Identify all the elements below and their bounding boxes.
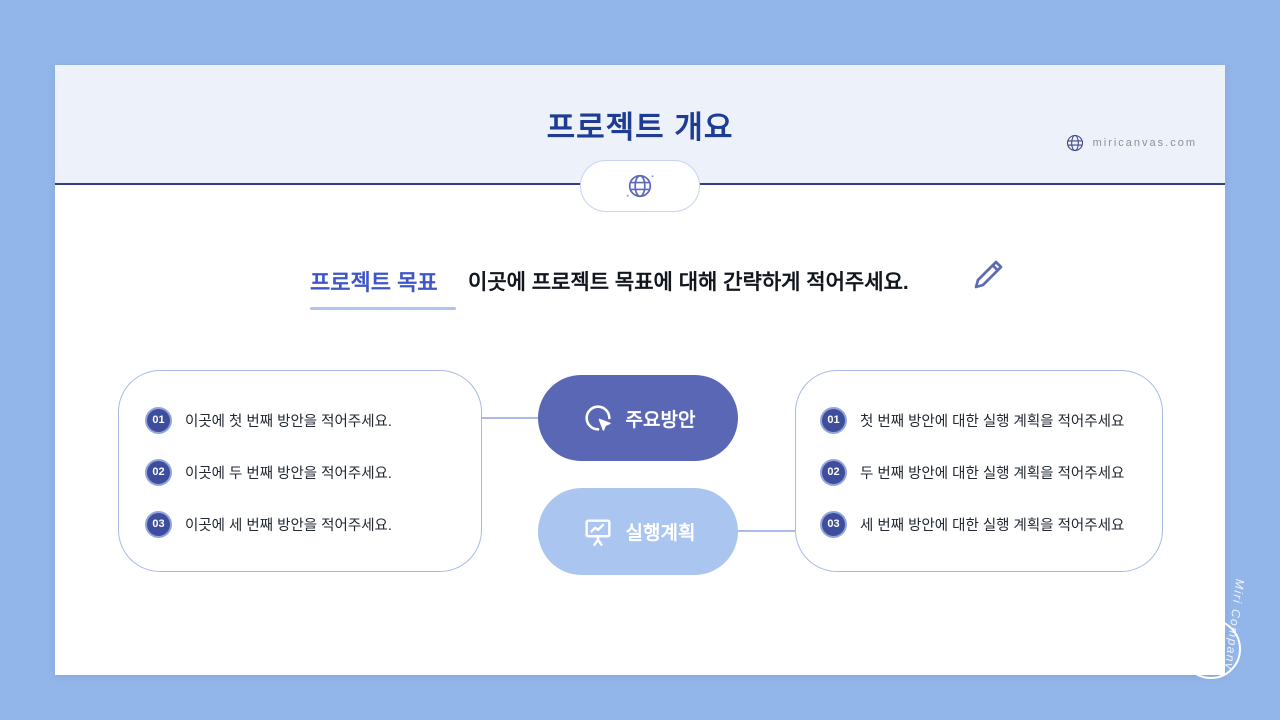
execution-item-3: 03 세 번째 방안에 대한 실행 계획을 적어주세요 <box>820 510 1124 538</box>
globe-icon <box>1066 134 1083 152</box>
number-badge: 01 <box>145 406 172 434</box>
number-badge: 02 <box>145 458 172 486</box>
hub-secondary-pill: 실행계획 <box>538 488 738 575</box>
plan-item-text: 이곳에 두 번째 방안을 적어주세요. <box>185 465 392 482</box>
execution-item-1: 01 첫 번째 방안에 대한 실행 계획을 적어주세요 <box>820 406 1124 434</box>
hub-primary-label: 주요방안 <box>625 409 696 431</box>
objective-description: 이곳에 프로젝트 목표에 대해 간략하게 적어주세요. <box>468 271 909 294</box>
website-text: miricanvas.com <box>1092 137 1197 149</box>
header-globe-badge <box>580 160 700 212</box>
number-badge: 03 <box>145 510 172 538</box>
execution-item-2: 02 두 번째 방안에 대한 실행 계획을 적어주세요 <box>820 458 1124 486</box>
monitor-book-icon <box>1197 636 1225 663</box>
hub-primary-pill: 주요방안 <box>538 375 738 461</box>
hub-secondary-label: 실행계획 <box>625 523 696 544</box>
objective-underline <box>310 307 456 310</box>
brand-logo-circle <box>1181 619 1241 679</box>
number-badge: 03 <box>820 510 847 538</box>
execution-item-text: 두 번째 방안에 대한 실행 계획을 적어주세요 <box>860 465 1125 482</box>
plans-box: 01 이곳에 첫 번째 방안을 적어주세요. 02 이곳에 두 번째 방안을 적… <box>118 370 482 572</box>
connector-left <box>482 417 538 419</box>
plan-item-text: 이곳에 첫 번째 방안을 적어주세요. <box>185 413 392 430</box>
plan-item-text: 이곳에 세 번째 방안을 적어주세요. <box>185 517 392 534</box>
execution-item-text: 첫 번째 방안에 대한 실행 계획을 적어주세요 <box>860 413 1125 430</box>
pencil-icon <box>974 260 1003 289</box>
execution-item-text: 세 번째 방안에 대한 실행 계획을 적어주세요 <box>860 517 1125 534</box>
plan-item-2: 02 이곳에 두 번째 방안을 적어주세요. <box>145 458 392 486</box>
objective-label: 프로젝트 목표 <box>310 270 438 295</box>
slide-card: 프로젝트 개요 miricanvas.com 프로젝트 목표 이곳에 프로젝트 … <box>55 65 1225 675</box>
cursor-click-icon <box>584 405 611 431</box>
number-badge: 02 <box>820 458 847 486</box>
plan-item-1: 01 이곳에 첫 번째 방안을 적어주세요. <box>145 406 392 434</box>
execution-box: 01 첫 번째 방안에 대한 실행 계획을 적어주세요 02 두 번째 방안에 … <box>795 370 1163 572</box>
presentation-chart-icon <box>584 518 611 546</box>
page-title: 프로젝트 개요 <box>546 109 734 145</box>
website-credit: miricanvas.com <box>1065 133 1197 153</box>
plan-item-3: 03 이곳에 세 번째 방안을 적어주세요. <box>145 510 392 538</box>
objective-section: 프로젝트 목표 <box>310 265 456 310</box>
connector-right <box>738 530 795 532</box>
globe-icon <box>626 174 654 198</box>
number-badge: 01 <box>820 406 847 434</box>
